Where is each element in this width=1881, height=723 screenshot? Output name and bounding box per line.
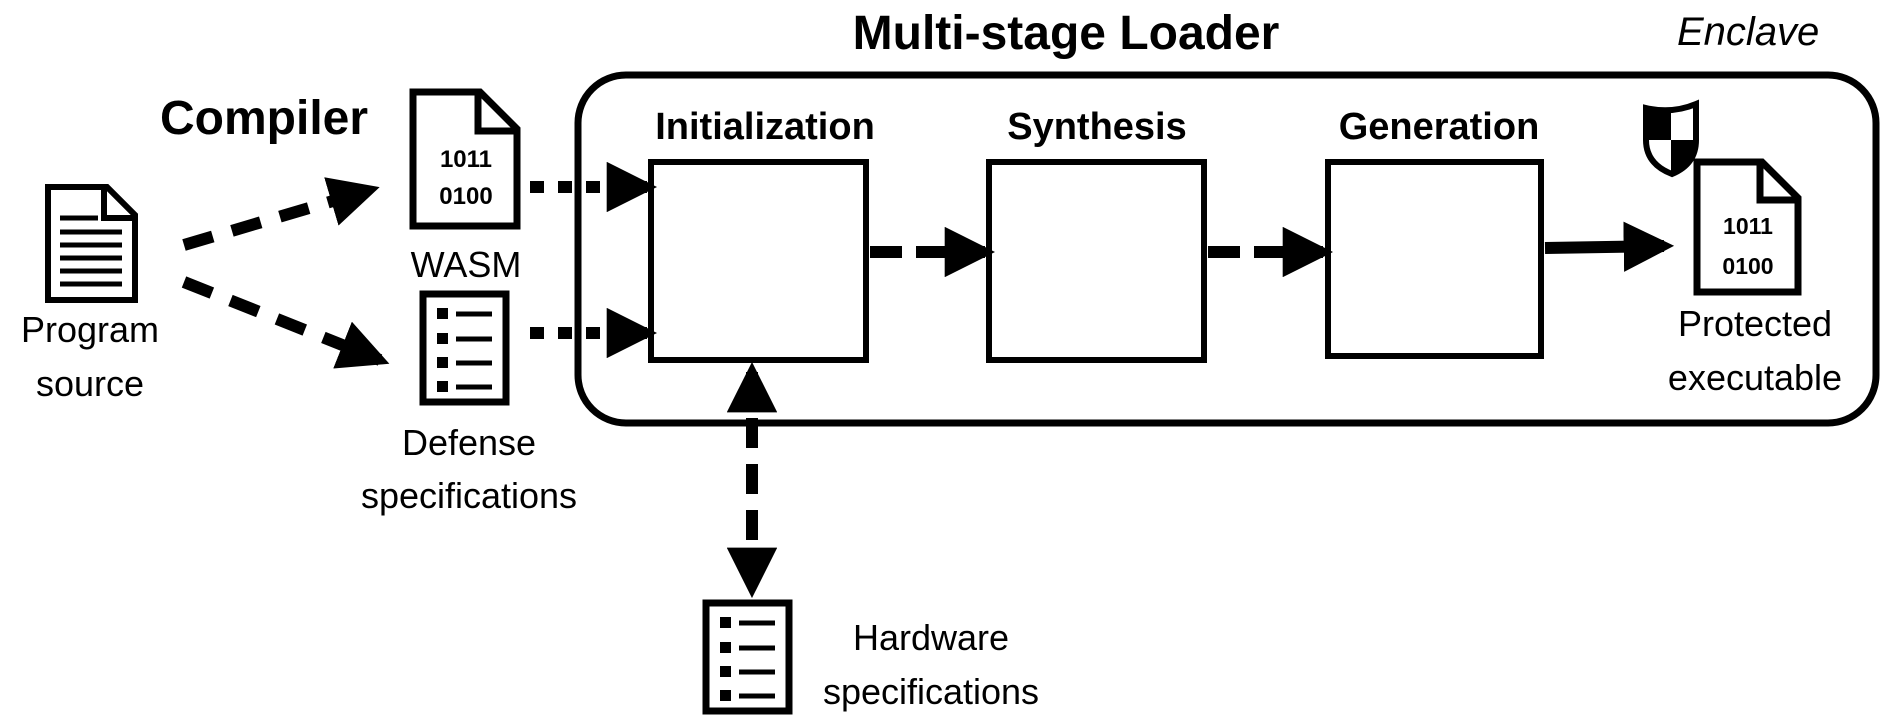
arrow-source-to-wasm	[182, 177, 380, 251]
arrow-source-to-defense	[181, 276, 390, 369]
hardware-spec-line-2: specifications	[822, 671, 1040, 712]
program-source-line-1: Program	[20, 309, 160, 350]
checklist-icon	[702, 599, 793, 715]
protected-binary-line-1: 1011	[1723, 213, 1773, 239]
protected-binary-line-2: 0100	[1722, 253, 1773, 279]
wasm-binary-line-2: 0100	[439, 183, 492, 210]
stage-label-synthesis: Synthesis	[1007, 106, 1187, 148]
enclave-label: Enclave	[1677, 10, 1820, 54]
wasm-binary-line-1: 1011	[440, 146, 492, 173]
document-lines-icon	[45, 184, 138, 303]
stage-box-synthesis	[986, 159, 1207, 363]
arrow-generation-to-protected	[1544, 221, 1675, 272]
shield-icon	[1643, 99, 1699, 178]
defense-spec-line-1: Defense	[401, 422, 537, 463]
stage-label-generation: Generation	[1338, 106, 1540, 148]
defense-spec-line-2: specifications	[360, 475, 578, 516]
hardware-spec-line-1: Hardware	[852, 617, 1010, 658]
compiler-label: Compiler	[160, 92, 369, 145]
wasm-label: WASM	[410, 244, 522, 285]
loader-title: Multi-stage Loader	[852, 7, 1280, 60]
stage-label-initialization: Initialization	[655, 106, 875, 148]
checklist-icon	[419, 290, 510, 406]
binary-file-icon: 1011 0100	[1693, 158, 1802, 296]
enclave-boundary	[574, 71, 1880, 427]
stage-box-generation	[1325, 159, 1544, 359]
protected-exec-line-1: Protected	[1677, 303, 1833, 344]
stage-box-initialization	[648, 159, 869, 363]
binary-file-icon: 1011 0100	[409, 88, 521, 230]
protected-exec-line-2: executable	[1667, 357, 1843, 398]
program-source-line-2: source	[35, 363, 145, 404]
